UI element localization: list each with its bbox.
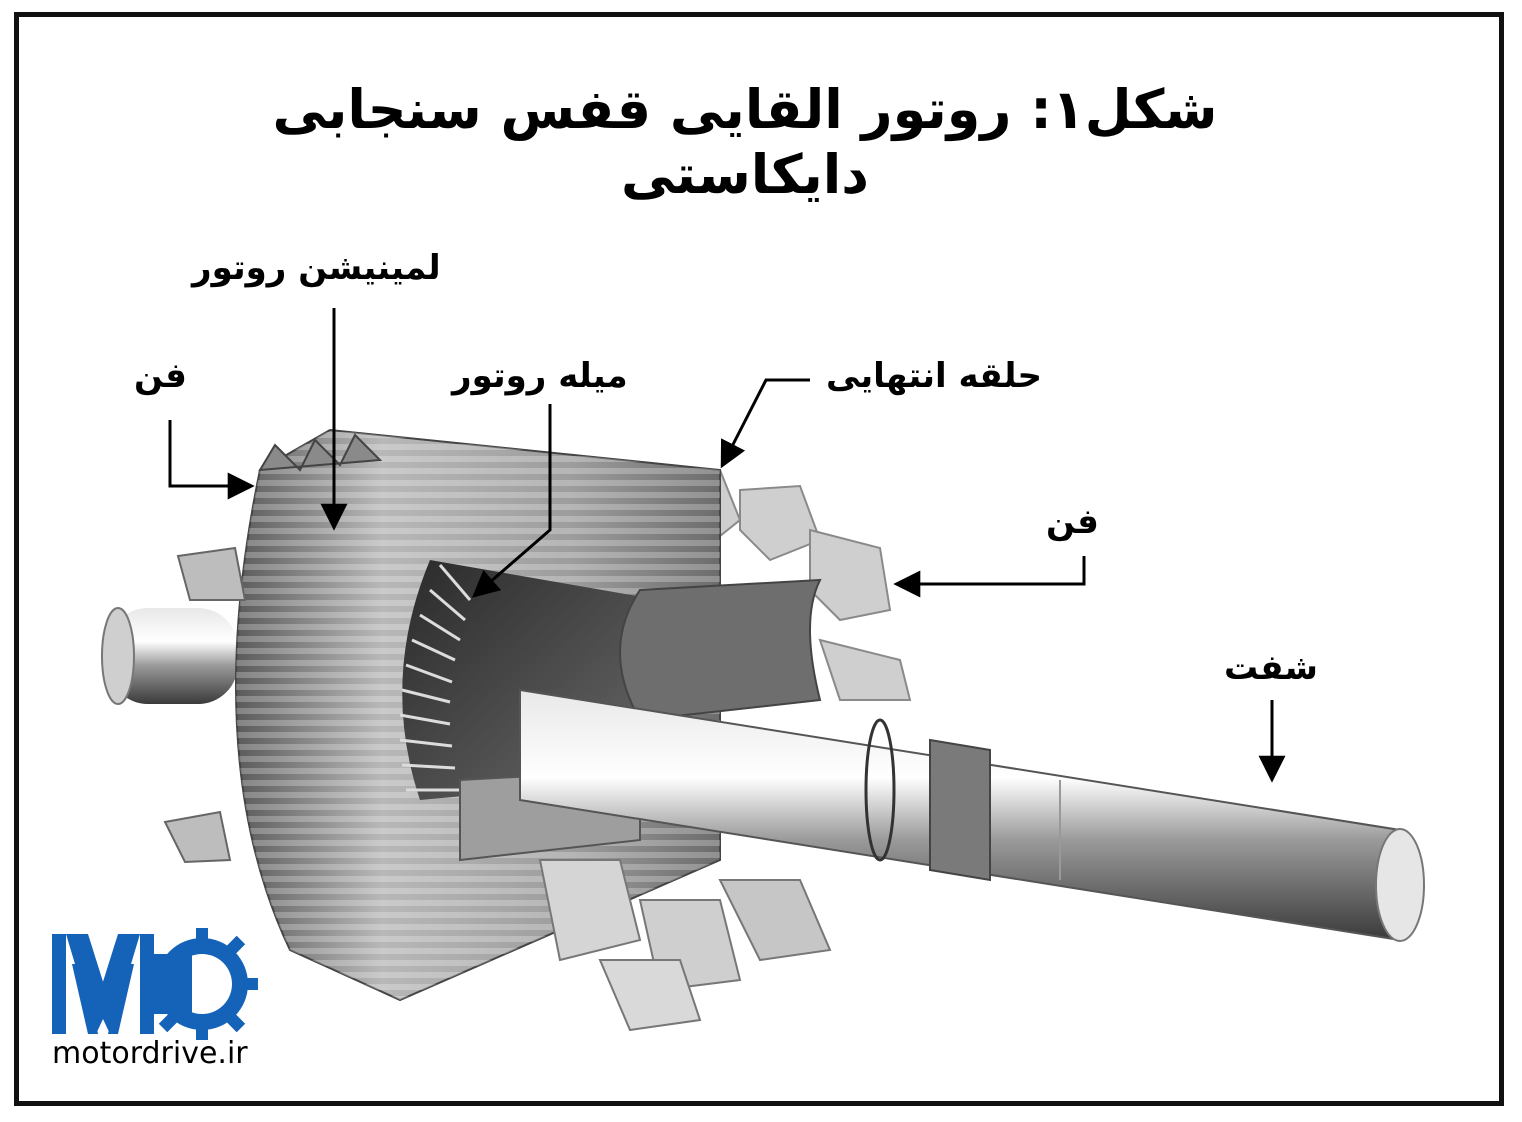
shaft: [519, 688, 1425, 942]
label-rotor-bar: میله روتور: [452, 356, 628, 396]
label-end-ring: حلقه انتهایی: [826, 356, 1042, 396]
label-shaft: شفت: [1224, 648, 1318, 688]
arrow-fan-left: [168, 420, 255, 500]
rotor-cutaway: [399, 560, 832, 1032]
gear-icon: [146, 928, 258, 1040]
arrow-rotor-bar: [471, 404, 552, 598]
arrow-end-ring: [720, 378, 810, 469]
callout-arrows: [168, 308, 1286, 783]
motordrive-logo: [52, 928, 258, 1040]
shaft-left-stub: [101, 607, 238, 705]
logo-m-mark: [52, 934, 154, 1034]
logo-text[interactable]: motordrive.ir: [52, 1036, 248, 1071]
label-fan-left: فن: [134, 356, 187, 396]
figure-title: شکل۱: روتور القایی قفس سنجابی دایکاستی: [272, 78, 1218, 206]
label-fan-right: فن: [1046, 502, 1099, 542]
label-rotor-lamination: لمینیشن روتور: [192, 248, 441, 288]
arrow-fan-right: [893, 556, 1086, 598]
